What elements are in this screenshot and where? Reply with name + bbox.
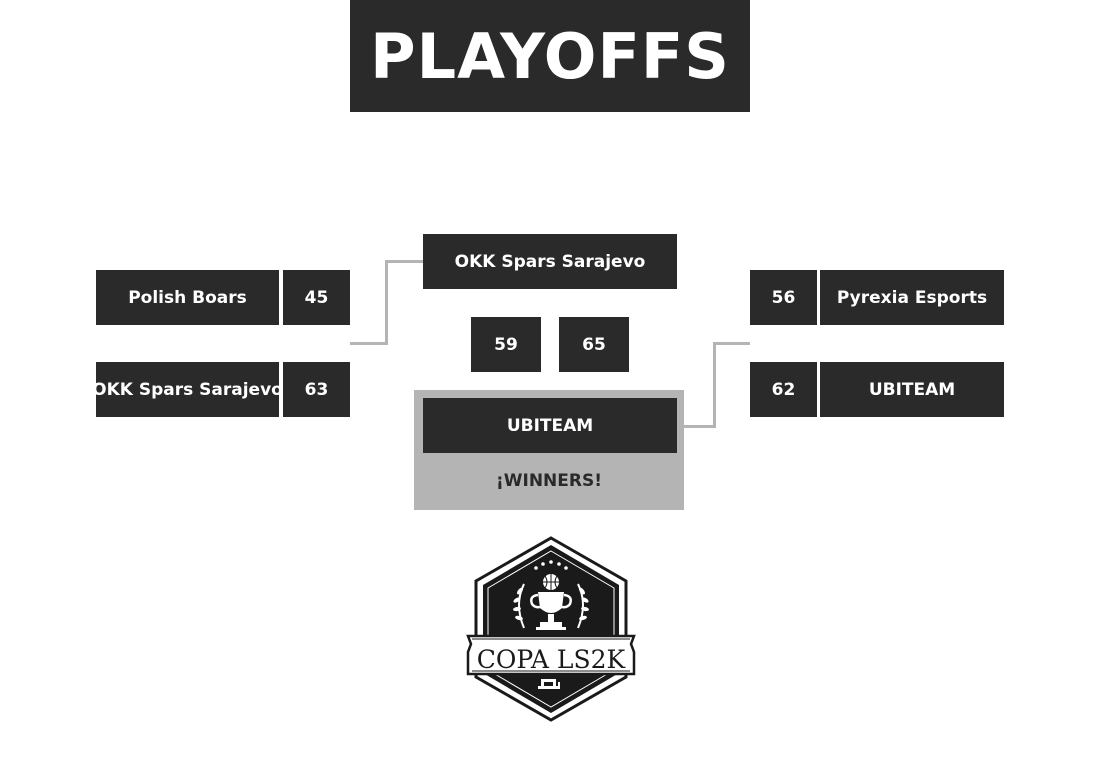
winners-label: ¡WINNERS!: [496, 471, 602, 491]
left-team1-score: 45: [283, 270, 350, 325]
trophy-basketball-badge-icon: COPA LS2K: [466, 536, 636, 722]
copa-ls2k-logo: COPA LS2K: [466, 536, 636, 722]
final-winner-name: UBITEAM: [423, 398, 677, 453]
right-connector-h1: [713, 342, 750, 345]
logo-text: COPA LS2K: [477, 645, 627, 674]
page-title: PLAYOFFS: [350, 0, 750, 112]
final-team1-name: OKK Spars Sarajevo: [423, 234, 677, 289]
left-connector-h2: [385, 260, 423, 263]
right-connector-h2: [677, 425, 716, 428]
left-connector-v: [385, 260, 388, 345]
left-team1-name: Polish Boars: [96, 270, 279, 325]
right-connector-v: [713, 342, 716, 428]
left-team2-score: 63: [283, 362, 350, 417]
right-team2-name: UBITEAM: [820, 362, 1004, 417]
left-connector-h1: [350, 342, 388, 345]
right-team1-name: Pyrexia Esports: [820, 270, 1004, 325]
final-score2: 65: [559, 317, 629, 372]
right-team2-score: 62: [750, 362, 817, 417]
final-score1: 59: [471, 317, 541, 372]
right-team1-score: 56: [750, 270, 817, 325]
left-team2-name: OKK Spars Sarajevo: [92, 362, 283, 417]
